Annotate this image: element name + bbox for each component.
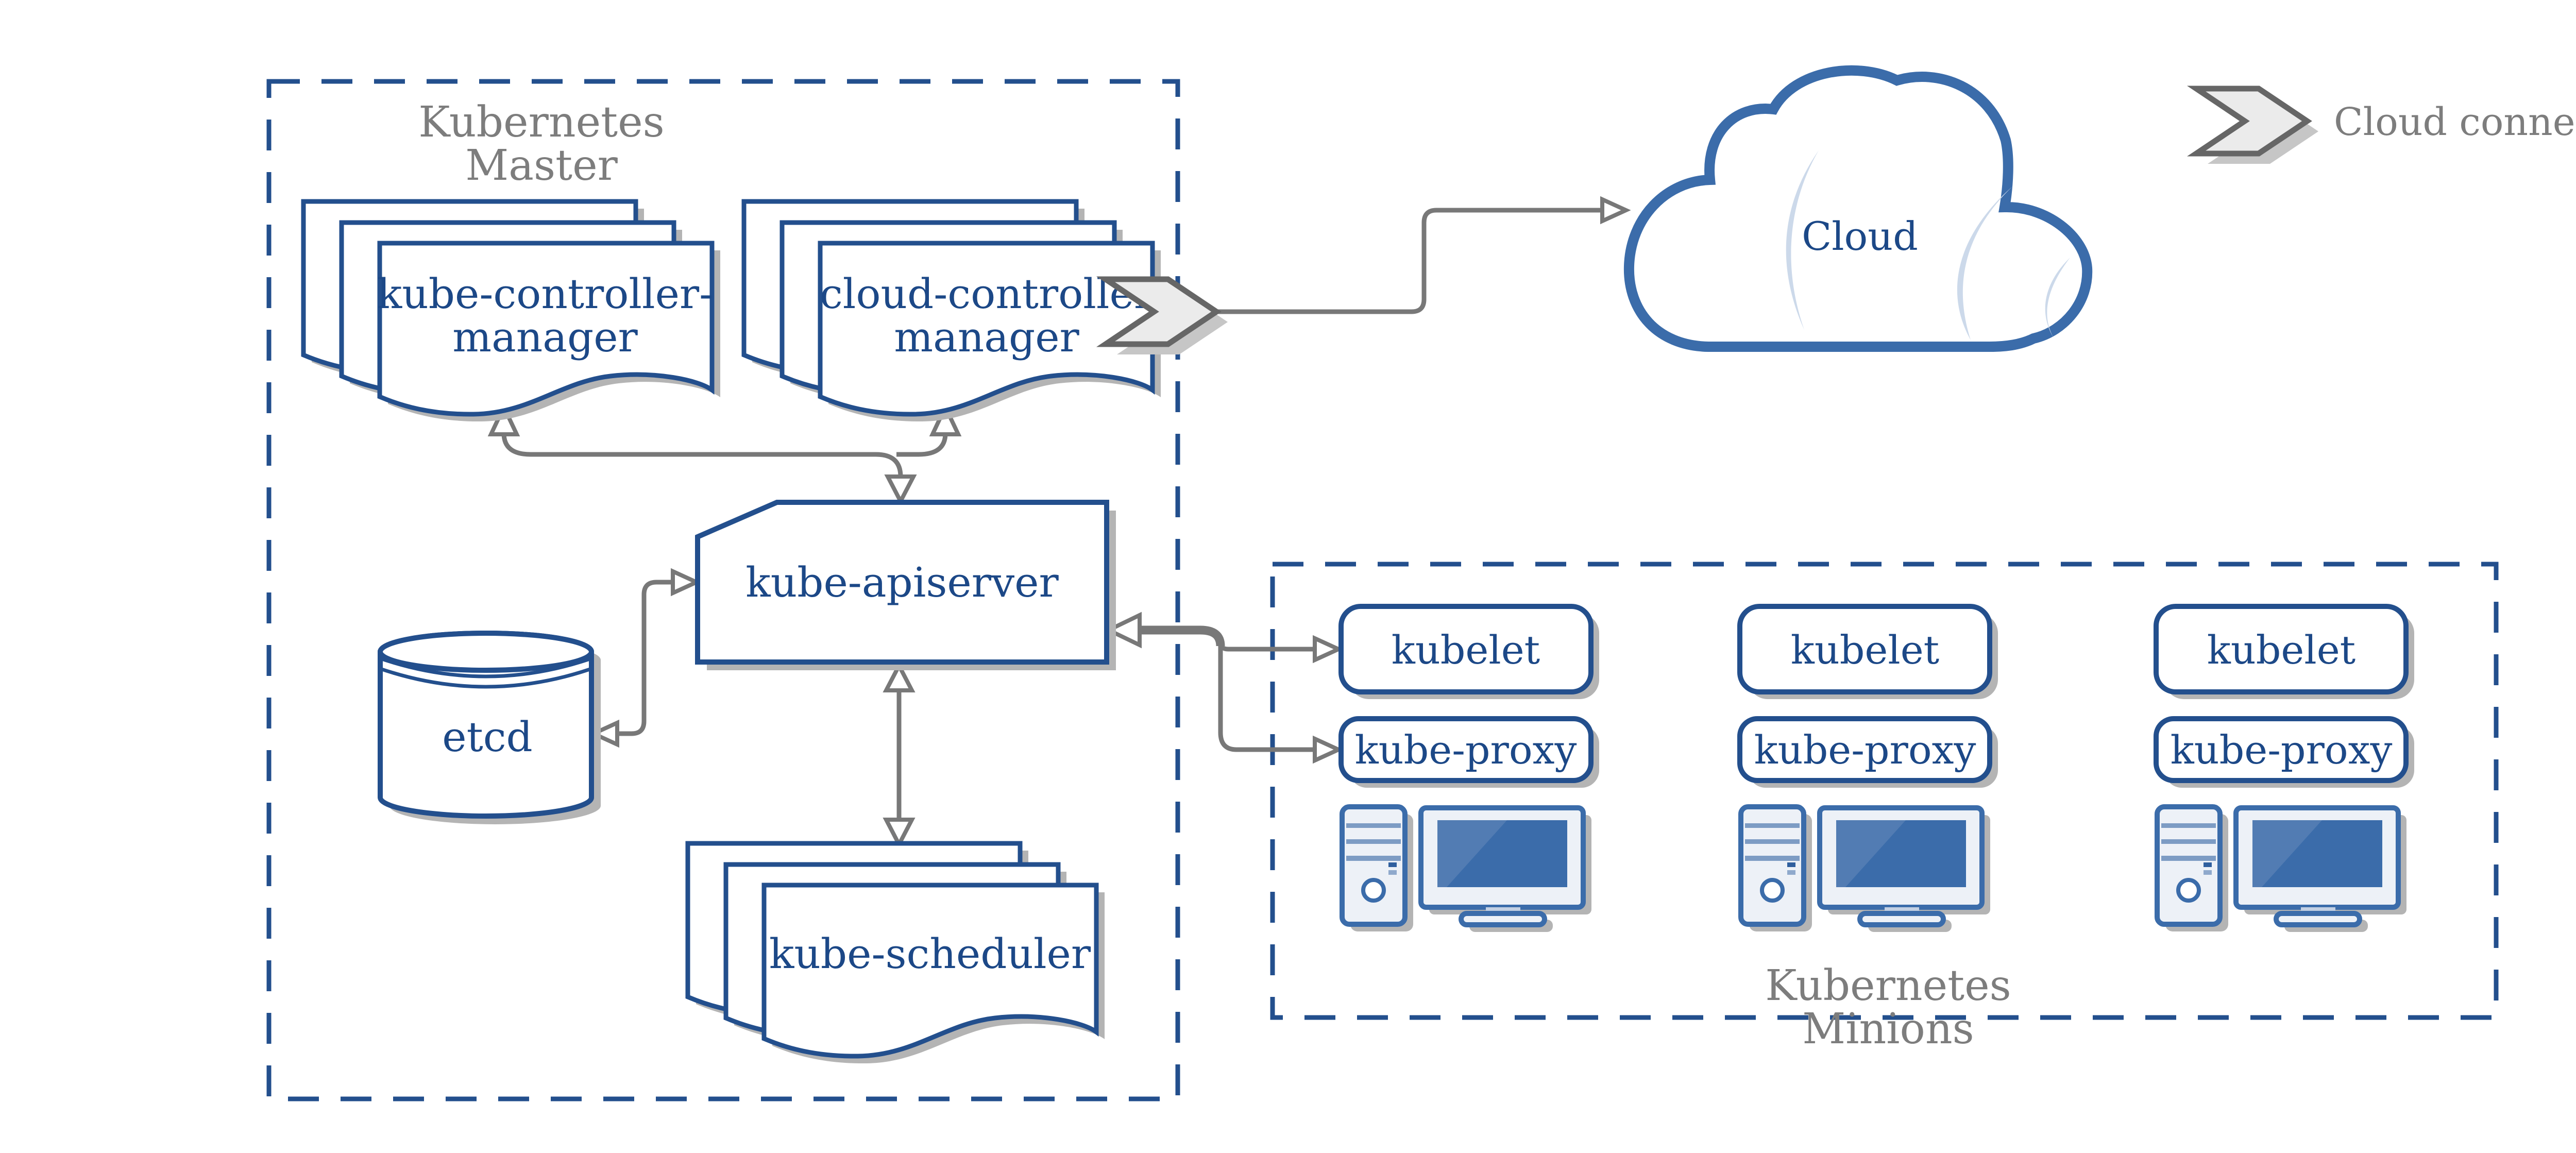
legend: Cloud connector [2196, 89, 2576, 164]
kubernetes-minions-boundary [1270, 562, 2499, 1020]
arrowhead-into-etcd [588, 719, 619, 748]
arrowhead-into-apiserver-left [671, 568, 702, 597]
kubernetes-master-boundary [266, 79, 1180, 1101]
legend-label: Cloud connector [2334, 100, 2576, 144]
kube-proxy-label: kube-proxy [1754, 727, 1976, 773]
cloud-controller-manager-label-line1: cloud-controller [820, 270, 1154, 318]
legend-cloud-connector-icon [2196, 89, 2318, 164]
minions-title-line2: Minions [1802, 1005, 1974, 1054]
kubelet-label: kubelet [2207, 627, 2355, 673]
kube-controller-manager-label-line1: kube-controller- [377, 270, 713, 318]
arrowhead-into-kube-controller-manager [487, 402, 520, 436]
arrow-apiserver-to-nodes [1104, 612, 1344, 764]
kube-proxy-label: kube-proxy [2171, 727, 2393, 773]
arrowhead-into-kube-proxy [1313, 735, 1344, 764]
minions-title-line1: Kubernetes [1765, 961, 2011, 1010]
arrowhead-into-cloud-controller-manager [929, 402, 962, 436]
master-title-line2: Master [465, 141, 618, 190]
kube-scheduler-label: kube-scheduler [769, 930, 1091, 978]
etcd-label: etcd [442, 713, 533, 761]
arrowhead-into-apiserver-top [884, 474, 917, 506]
kube-controller-manager-label-line2: manager [452, 313, 638, 361]
arrow-apiserver-etcd [588, 568, 702, 748]
cloud-label: Cloud [1802, 213, 1918, 259]
kube-proxy-box [1737, 716, 1992, 783]
kube-controller-manager-node: kube-controller- manager [303, 201, 720, 421]
cloud-shape: Cloud [1623, 65, 2093, 352]
minion-node-1: kubelet kube-proxy [1338, 604, 1599, 932]
kubelet-box [1737, 604, 1992, 694]
arrow-to-cloud [1216, 196, 1631, 314]
kubelet-box [1338, 604, 1594, 694]
arrowhead-into-kube-scheduler [883, 818, 916, 849]
kubelet-label: kubelet [1791, 627, 1939, 673]
computer-icon [1741, 807, 1990, 932]
kube-proxy-label: kube-proxy [1355, 727, 1577, 773]
minion-node-3: kubelet kube-proxy [2154, 604, 2414, 932]
arrow-apiserver-scheduler [883, 661, 916, 849]
kubelet-box [2154, 604, 2409, 694]
arrow-controllers-to-apiserver [487, 402, 962, 506]
computer-icon [2157, 807, 2406, 932]
arrowhead-into-cloud [1600, 196, 1631, 225]
cloud-controller-manager-node: cloud-controller manager [744, 201, 1228, 421]
arrowhead-into-apiserver-bottom [883, 661, 916, 692]
computer-icon [1342, 807, 1591, 932]
arrowhead-into-apiserver-right [1104, 612, 1142, 649]
kube-scheduler-node: kube-scheduler [688, 843, 1105, 1063]
kube-apiserver-label: kube-apiserver [745, 558, 1059, 606]
minion-node-2: kubelet kube-proxy [1737, 604, 1998, 932]
kube-apiserver-node: kube-apiserver [695, 500, 1116, 670]
arrowhead-into-kubelet [1313, 635, 1344, 664]
kubelet-label: kubelet [1392, 627, 1540, 673]
kube-proxy-box [1338, 716, 1594, 783]
master-title-line1: Kubernetes [418, 98, 664, 147]
etcd-node: etcd [378, 631, 601, 824]
cloud-outline [1623, 65, 2093, 352]
cloud-controller-manager-label-line2: manager [894, 313, 1079, 361]
kube-proxy-box [2154, 716, 2409, 783]
